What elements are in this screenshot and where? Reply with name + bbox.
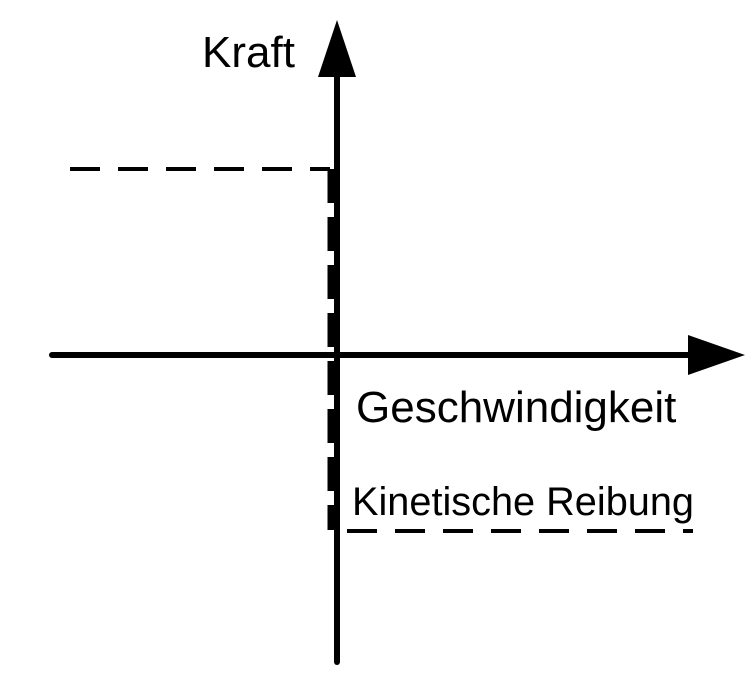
x-axis-label: Geschwindigkeit — [356, 383, 676, 432]
x-axis-arrowhead — [688, 335, 745, 375]
y-axis-arrowhead — [318, 20, 356, 77]
y-axis-label: Kraft — [202, 28, 295, 77]
kinetic-friction-label: Kinetische Reibung — [352, 480, 694, 524]
